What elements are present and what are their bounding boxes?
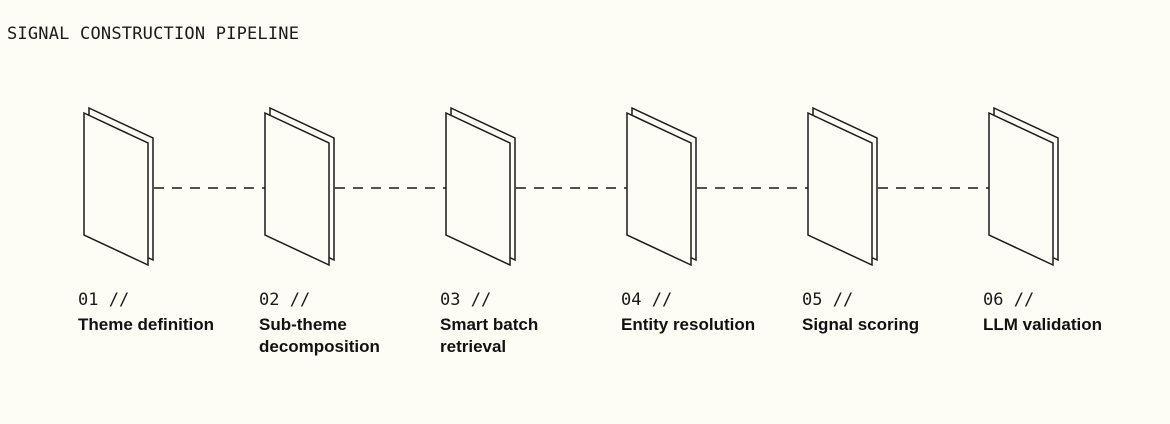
step-name: Theme definition: [78, 315, 214, 334]
document-stack-icon: [807, 106, 878, 267]
step-label-3: 03 // Smart batch retrieval: [440, 288, 620, 358]
step-number: 02 //: [259, 290, 311, 310]
step-label-5: 05 // Signal scoring: [802, 288, 982, 336]
step-name: Signal scoring: [802, 315, 920, 334]
step-name: Entity resolution: [621, 315, 756, 334]
step-name: LLM validation: [983, 315, 1102, 334]
step-label-1: 01 // Theme definition: [78, 288, 258, 336]
step-label-6: 06 // LLM validation: [983, 288, 1163, 336]
page-title: SIGNAL CONSTRUCTION PIPELINE: [7, 24, 300, 44]
step-number: 05 //: [802, 290, 854, 310]
document-stack-icon: [264, 106, 335, 267]
document-stack-icon: [83, 106, 154, 267]
step-icons: [83, 106, 1059, 267]
step-number: 06 //: [983, 290, 1035, 310]
step-name: Sub-theme decomposition: [259, 315, 380, 356]
document-stack-icon: [445, 106, 516, 267]
document-stack-icon: [988, 106, 1059, 267]
step-name: Smart batch retrieval: [440, 315, 539, 356]
step-number: 01 //: [78, 290, 130, 310]
step-label-4: 04 // Entity resolution: [621, 288, 801, 336]
step-number: 03 //: [440, 290, 492, 310]
step-label-2: 02 // Sub-theme decomposition: [259, 288, 439, 358]
step-number: 04 //: [621, 290, 673, 310]
document-stack-icon: [626, 106, 697, 267]
